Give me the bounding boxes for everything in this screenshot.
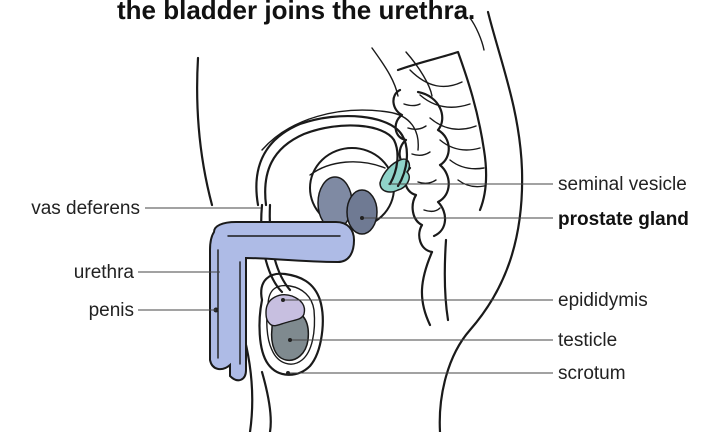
- label-epididymis: epididymis: [558, 290, 648, 311]
- label-testicle: testicle: [558, 330, 617, 351]
- label-scrotum: scrotum: [558, 363, 626, 384]
- label-prostate-gland: prostate gland: [558, 209, 689, 230]
- label-penis: penis: [89, 300, 134, 321]
- label-seminal-vesicle: seminal vesicle: [558, 174, 687, 195]
- colon: [393, 90, 448, 325]
- spine: [398, 52, 486, 210]
- prostate-gland: [347, 190, 377, 234]
- label-urethra: urethra: [74, 262, 135, 283]
- label-vas-deferens: vas deferens: [31, 198, 140, 219]
- heading-text: the bladder joins the urethra.: [117, 0, 475, 25]
